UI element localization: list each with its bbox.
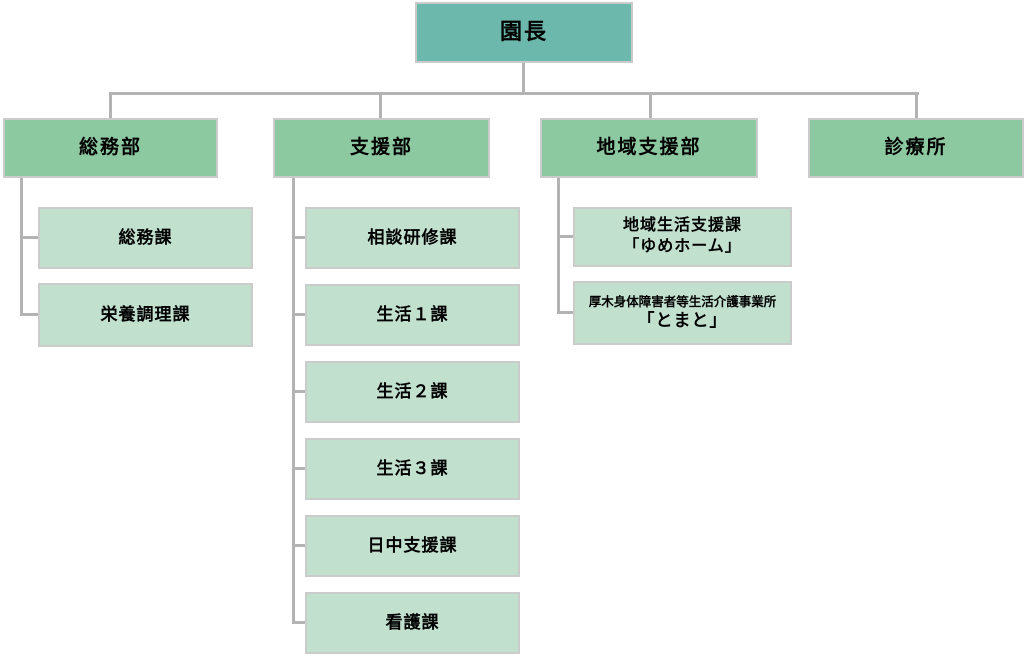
org-box-tomato-line2: 「とまと」 — [637, 311, 728, 331]
connector-stub-life-1 — [292, 313, 305, 316]
org-box-general-affairs-section: 総務課 — [38, 207, 253, 269]
connector-stub-life-2 — [292, 390, 305, 393]
org-box-nutrition-cooking-section: 栄養調理課 — [38, 283, 253, 347]
org-box-clinic: 診療所 — [808, 118, 1024, 178]
org-box-general-affairs-section-label: 総務課 — [118, 227, 173, 247]
org-box-nursing-section-label: 看護課 — [385, 612, 440, 632]
org-box-yume-home-section: 地域生活支援課 「ゆめホーム」 — [573, 207, 792, 267]
org-box-nursing-section: 看護課 — [305, 592, 520, 654]
connector-stub-daytime-support — [292, 544, 305, 547]
connector-stub-yume-home — [557, 235, 573, 238]
connector-stub-nutrition-cooking-section — [20, 313, 38, 316]
org-box-daytime-support-section: 日中支援課 — [305, 515, 520, 577]
org-box-life-3-section: 生活３課 — [305, 438, 520, 500]
org-box-life-3-section-label: 生活３課 — [376, 458, 449, 478]
org-box-consultation-training-section-label: 相談研修課 — [367, 227, 458, 247]
org-box-tomato-line1: 厚木身体障害者等生活介護事業所 — [588, 294, 777, 309]
org-box-regional-support-dept: 地域支援部 — [540, 118, 758, 178]
org-box-daytime-support-section-label: 日中支援課 — [367, 535, 458, 555]
org-box-tomato-section: 厚木身体障害者等生活介護事業所 「とまと」 — [573, 281, 792, 345]
connector-stub-life-3 — [292, 467, 305, 470]
connector-stub-consultation-training — [292, 236, 305, 239]
org-box-life-2-section-label: 生活２課 — [376, 381, 449, 401]
org-box-yume-home-line2: 「ゆめホーム」 — [623, 238, 742, 255]
org-box-regional-support-dept-label: 地域支援部 — [596, 136, 702, 158]
org-box-nutrition-cooking-section-label: 栄養調理課 — [100, 304, 191, 324]
connector-root-drop — [522, 63, 525, 93]
org-box-life-1-section-label: 生活１課 — [376, 304, 449, 324]
org-box-consultation-training-section: 相談研修課 — [305, 207, 520, 269]
connector-general-affairs-spine — [20, 178, 23, 316]
connector-drop-support — [379, 92, 382, 119]
org-box-director: 園長 — [415, 2, 633, 63]
org-box-life-1-section: 生活１課 — [305, 284, 520, 346]
connector-stub-general-affairs-section — [20, 236, 38, 239]
connector-stub-nursing — [292, 621, 305, 624]
connector-main-rail — [109, 92, 919, 95]
org-box-director-label: 園長 — [499, 19, 548, 45]
connector-support-spine — [292, 178, 295, 624]
connector-drop-regional-support — [649, 92, 652, 119]
connector-drop-general-affairs — [109, 92, 112, 119]
connector-drop-clinic — [915, 92, 918, 119]
org-box-support-dept-label: 支援部 — [349, 136, 413, 158]
connector-regional-support-spine — [557, 178, 560, 314]
org-box-general-affairs-dept: 総務部 — [3, 118, 218, 178]
org-box-life-2-section: 生活２課 — [305, 361, 520, 423]
org-box-support-dept: 支援部 — [273, 118, 490, 178]
org-box-clinic-label: 診療所 — [884, 136, 948, 158]
connector-stub-tomato — [557, 311, 573, 314]
org-box-general-affairs-dept-label: 総務部 — [78, 136, 142, 158]
org-box-yume-home-line1: 地域生活支援課 — [622, 217, 742, 235]
